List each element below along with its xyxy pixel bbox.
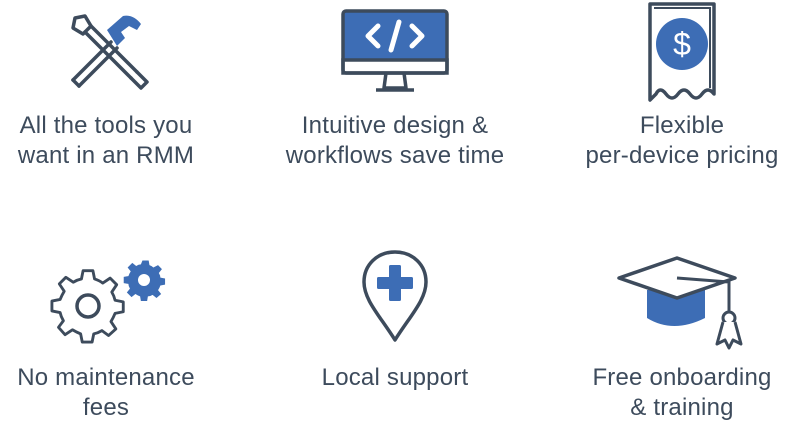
- feature-label-line: fees: [82, 394, 130, 421]
- graduation-cap-icon: [550, 254, 793, 364]
- feature-label-line: workflows save time: [285, 142, 505, 169]
- feature-label: Flexible per-device pricing: [550, 111, 793, 171]
- feature-label: Free onboarding & training: [550, 363, 793, 423]
- feature-label-line: want in an RMM: [17, 142, 195, 169]
- feature-label-line: Free onboarding: [592, 364, 772, 391]
- feature-label-line: Intuitive design &: [301, 112, 489, 139]
- monitor-code-icon: [263, 8, 527, 118]
- feature-label-line: All the tools you: [19, 112, 193, 139]
- feature-label-line: & training: [630, 394, 734, 421]
- feature-label: No maintenance fees: [0, 363, 238, 423]
- hammer-wrench-icon: [0, 8, 238, 118]
- feature-label-line: Flexible: [639, 112, 725, 139]
- feature-label: Local support: [263, 363, 527, 393]
- feature-label: All the tools you want in an RMM: [0, 111, 238, 171]
- gears-icon: [0, 258, 238, 368]
- feature-label-line: No maintenance: [17, 364, 195, 391]
- feature-label-line: per-device pricing: [585, 142, 779, 169]
- receipt-dollar-icon: $: [550, 2, 793, 112]
- location-plus-icon: [263, 248, 527, 358]
- svg-text:$: $: [673, 26, 691, 62]
- feature-label-line: Local support: [321, 364, 469, 391]
- feature-label: Intuitive design & workflows save time: [263, 111, 527, 171]
